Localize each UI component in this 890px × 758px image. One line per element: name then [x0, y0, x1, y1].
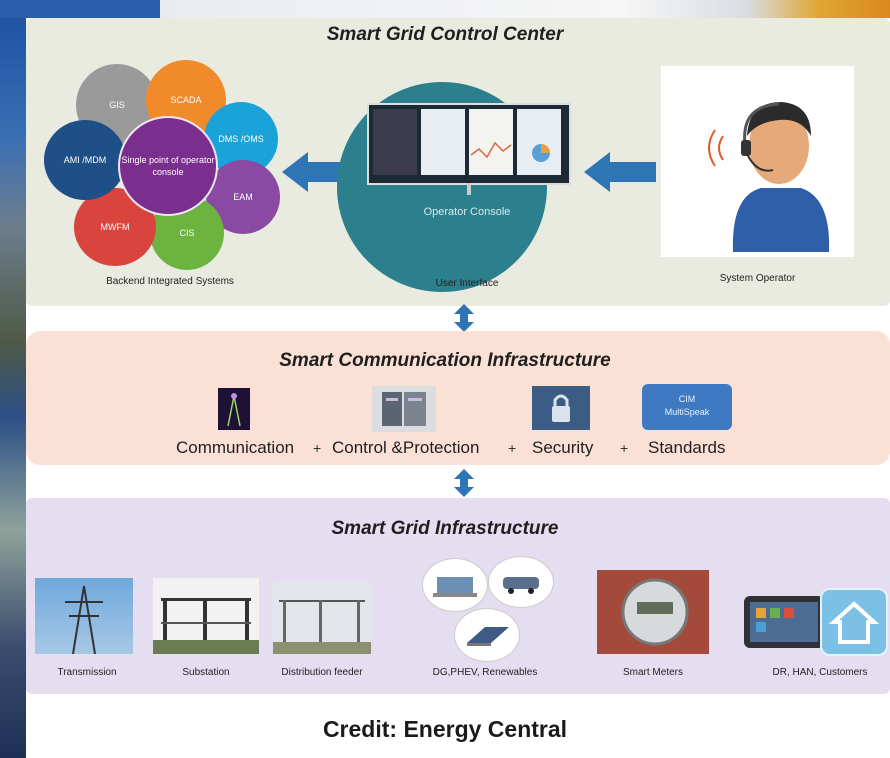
double-arrow-icon	[454, 469, 474, 497]
standards-badge-multispeak: MultiSpeak	[664, 407, 710, 417]
control-center-title: Smart Grid Control Center	[326, 24, 564, 45]
system-operator-label: System Operator	[719, 273, 796, 284]
operator-headset-icon	[708, 102, 830, 252]
substation-image	[153, 578, 259, 654]
communication-tower-icon	[218, 388, 250, 430]
smart-meter-image	[597, 570, 709, 654]
communication-title: Smart Communication Infrastructure	[279, 350, 611, 371]
dg-phev-renewables-label: DG,PHEV, Renewables	[432, 667, 538, 678]
control-protection-label: Control &Protection	[332, 438, 480, 457]
dr-han-customers-label: DR, HAN, Customers	[772, 667, 868, 678]
petal-ami-mdm: AMI /MDM	[44, 120, 126, 200]
communication-label: Communication	[176, 438, 295, 457]
smart-meters-label: Smart Meters	[622, 667, 683, 678]
standards-badge: CIM MultiSpeak	[642, 384, 732, 430]
credit-caption: Credit: Energy Central	[322, 716, 568, 742]
plus-sign: +	[313, 440, 322, 456]
console-screens-image	[367, 103, 571, 185]
plus-sign: +	[620, 440, 629, 456]
background-top-strip	[0, 0, 890, 18]
transmission-label: Transmission	[57, 667, 117, 678]
arrow-left-icon	[584, 152, 656, 192]
substation-label: Substation	[182, 667, 230, 678]
monitor-stand	[467, 183, 471, 195]
system-operator-box	[661, 66, 854, 257]
distribution-feeder-label: Distribution feeder	[281, 667, 363, 678]
plus-sign: +	[508, 440, 517, 456]
control-protection-device-icon	[372, 386, 436, 432]
han-tablet-image	[744, 596, 824, 648]
grid-infrastructure-title: Smart Grid Infrastructure	[331, 518, 559, 539]
security-lock-icon	[532, 386, 590, 430]
renewables-solar-image	[454, 608, 520, 662]
arrow-left-icon	[282, 152, 354, 192]
operator-console-label: Operator Console	[423, 206, 511, 218]
user-interface-label: User Interface	[435, 278, 499, 289]
single-point-console-hub: Single point of operator console	[118, 116, 218, 216]
distribution-feeder-image	[273, 582, 371, 654]
backend-systems-label: Backend Integrated Systems	[106, 276, 234, 287]
standards-badge-cim: CIM	[678, 394, 696, 404]
security-label: Security	[532, 438, 594, 457]
background-left-photo	[0, 0, 26, 758]
phev-car-image	[488, 556, 554, 608]
transmission-tower-image	[35, 578, 133, 655]
communication-panel	[26, 331, 890, 465]
dg-house-image	[422, 558, 488, 612]
double-arrow-icon	[454, 304, 474, 332]
home-icon	[820, 588, 888, 656]
standards-label: Standards	[648, 438, 726, 457]
